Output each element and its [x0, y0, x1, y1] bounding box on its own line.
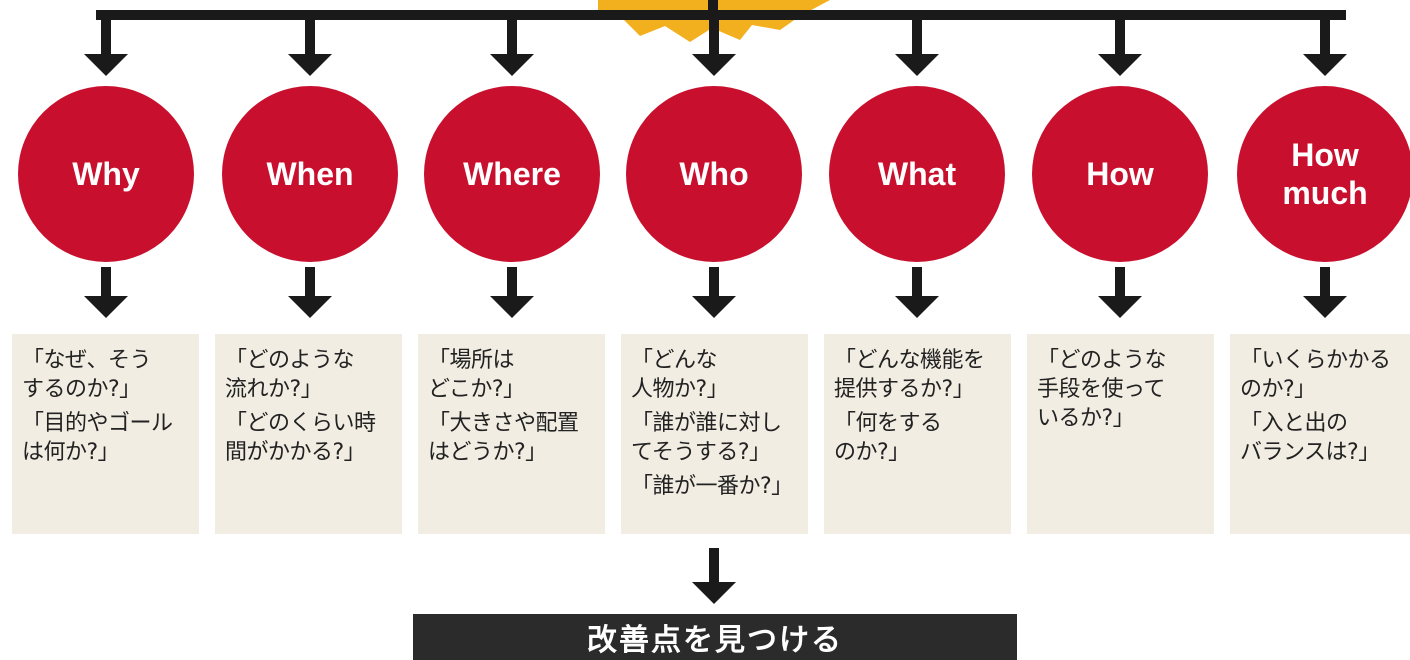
question-text: 「どんな機能を 提供するか?」 — [834, 348, 985, 402]
top-connector-bar — [96, 10, 1346, 20]
question-box: 「どんな 人物か?」「誰が誰に対し てそうする?」「誰が一番か?」 — [621, 334, 808, 534]
arrow-down-icon — [84, 15, 128, 76]
question-box: 「どのような 流れか?」「どのくらい時 間がかかる?」 — [215, 334, 402, 534]
question-text: 「誰が誰に対し てそうする?」 — [631, 411, 782, 465]
arrow-down-icon — [1098, 267, 1142, 318]
question-text: 「どのような 流れか?」 — [225, 348, 355, 402]
arrow-down-icon — [1098, 15, 1142, 76]
question-text: 「何をする のか?」 — [834, 411, 942, 465]
arrow-down-icon — [1303, 267, 1347, 318]
arrow-down-icon — [895, 267, 939, 318]
arrow-down-icon — [490, 15, 534, 76]
arrow-down-icon — [692, 15, 736, 76]
arrows-group — [84, 15, 1347, 604]
arrow-down-icon — [692, 548, 736, 604]
arrow-down-icon — [895, 15, 939, 76]
category-circle: Where — [424, 86, 600, 262]
question-box: 「どのような 手段を使って いるか?」 — [1027, 334, 1214, 534]
arrow-down-icon — [288, 15, 332, 76]
result-banner: 改善点を見つける — [413, 614, 1017, 660]
question-text: 「入と出の バランスは?」 — [1240, 411, 1380, 465]
question-box: 「なぜ、そう するのか?」「目的やゴール は何か?」 — [12, 334, 199, 534]
question-text: 「どのくらい時 間がかかる?」 — [225, 411, 376, 465]
question-text: 「どんな 人物か?」 — [631, 348, 729, 402]
category-circle: Who — [626, 86, 802, 262]
category-circle: Why — [18, 86, 194, 262]
question-text: 「誰が一番か?」 — [631, 474, 793, 499]
category-circle: How — [1032, 86, 1208, 262]
question-text: 「なぜ、そう するのか?」 — [22, 348, 152, 402]
question-text: 「大きさや配置 はどうか?」 — [428, 411, 579, 465]
arrow-down-icon — [490, 267, 534, 318]
arrow-down-icon — [84, 267, 128, 318]
category-circle: When — [222, 86, 398, 262]
question-text: 「場所は どこか?」 — [428, 348, 525, 402]
arrow-down-icon — [692, 267, 736, 318]
arrow-down-icon — [1303, 15, 1347, 76]
category-circle: What — [829, 86, 1005, 262]
question-box: 「場所は どこか?」「大きさや配置 はどうか?」 — [418, 334, 605, 534]
center-stem — [708, 0, 718, 20]
question-text: 「目的やゴール は何か?」 — [22, 411, 173, 465]
category-circle: How much — [1237, 86, 1410, 262]
question-box: 「いくらかかる のか?」「入と出の バランスは?」 — [1230, 334, 1410, 534]
question-text: 「いくらかかる のか?」 — [1240, 348, 1391, 402]
question-text: 「どのような 手段を使って いるか?」 — [1037, 348, 1167, 431]
question-box: 「どんな機能を 提供するか?」「何をする のか?」 — [824, 334, 1011, 534]
arrow-down-icon — [288, 267, 332, 318]
